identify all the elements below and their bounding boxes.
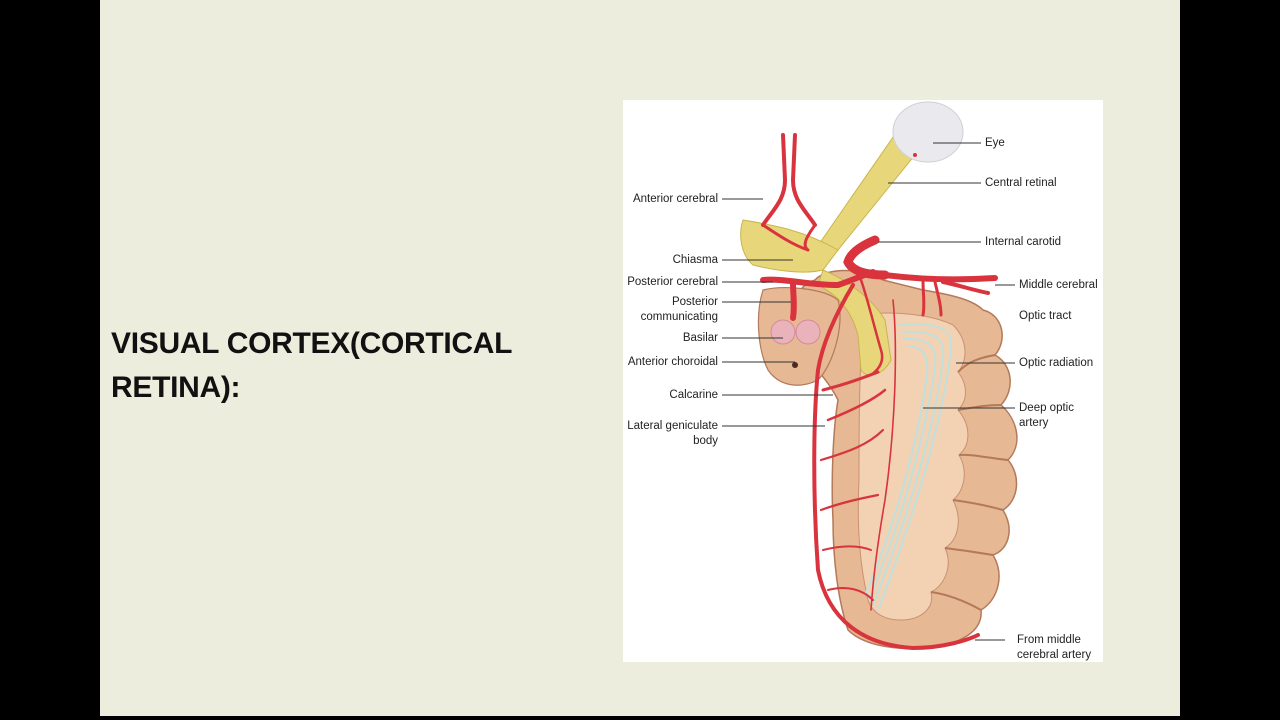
anterior-choroidal-dot bbox=[792, 362, 798, 368]
label-from-middle-line1: From middle bbox=[1017, 634, 1081, 646]
label-calcarine: Calcarine bbox=[669, 389, 718, 401]
leader-lines bbox=[722, 142, 1015, 641]
label-posterior-cerebral: Posterior cerebral bbox=[627, 276, 718, 288]
label-basilar: Basilar bbox=[682, 332, 718, 344]
label-posterior-communicating-line1: Posterior bbox=[671, 296, 718, 308]
label-chiasma: Chiasma bbox=[672, 254, 718, 266]
eye-globe bbox=[892, 101, 964, 163]
label-internal-carotid: Internal carotid bbox=[985, 236, 1062, 248]
label-optic-tract: Optic tract bbox=[1019, 310, 1072, 322]
label-deep-optic-line1: Deep optic bbox=[1019, 402, 1074, 414]
anatomy-figure: Anterior cerebral Chiasma Posterior cere… bbox=[623, 100, 1103, 662]
gyri-folds bbox=[930, 354, 1009, 611]
label-lateral-geniculate-line1: Lateral geniculate bbox=[627, 420, 718, 432]
arteries bbox=[760, 133, 998, 651]
optic-radiation-fibers bbox=[864, 323, 953, 611]
cerebral-peduncle-left bbox=[770, 319, 796, 345]
visual-pathway-diagram bbox=[722, 101, 1018, 651]
label-deep-optic-line2: artery bbox=[1019, 417, 1049, 429]
central-retinal-vessel bbox=[913, 153, 917, 157]
label-central-retinal: Central retinal bbox=[985, 177, 1057, 189]
label-anterior-cerebral: Anterior cerebral bbox=[632, 193, 718, 205]
label-eye: Eye bbox=[985, 137, 1005, 149]
slide: VISUAL CORTEX(CORTICAL RETINA): bbox=[100, 0, 1180, 716]
label-from-middle-line2: cerebral artery bbox=[1017, 649, 1092, 661]
label-posterior-communicating-line2: communicating bbox=[640, 311, 718, 323]
label-middle-cerebral: Middle cerebral bbox=[1019, 279, 1098, 291]
cerebral-peduncle-right bbox=[795, 319, 821, 345]
label-anterior-choroidal: Anterior choroidal bbox=[627, 356, 718, 368]
optic-chiasma bbox=[740, 219, 839, 273]
label-lateral-geniculate-line2: body bbox=[693, 435, 718, 447]
slide-title: VISUAL CORTEX(CORTICAL RETINA): bbox=[111, 327, 512, 404]
label-optic-radiation: Optic radiation bbox=[1019, 357, 1094, 369]
